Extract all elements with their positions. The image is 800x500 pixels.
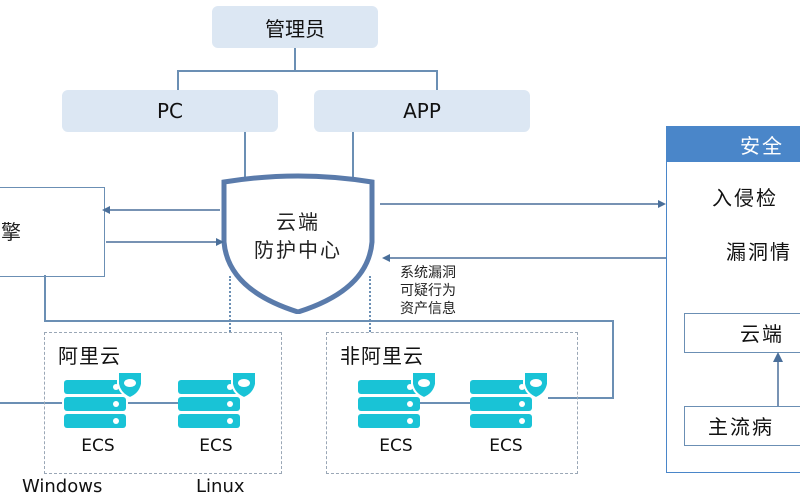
aliyun-title: 阿里云 — [58, 344, 121, 368]
note-line2: 可疑行为 — [400, 283, 456, 299]
server-icon — [178, 371, 257, 428]
panel-item-virus: 主流病 — [708, 415, 774, 439]
report-note: 系统漏洞 可疑行为 资产信息 — [400, 264, 456, 318]
dotted-link-right — [369, 276, 371, 332]
connector-pc-shield — [244, 132, 246, 184]
os-label-linux: Linux — [196, 476, 245, 497]
panel-item-vuln: 漏洞情 — [726, 240, 792, 264]
panel-item-cloud: 云端 — [740, 322, 784, 346]
shield-text: 云端 防护中心 — [228, 208, 368, 264]
server-icon — [64, 371, 143, 428]
pc-label: PC — [156, 99, 184, 123]
non-aliyun-group — [326, 332, 578, 474]
security-panel-header — [666, 126, 800, 162]
os-label-windows: Windows — [22, 476, 103, 497]
ecs-label: ECS — [199, 436, 233, 456]
dotted-link-left — [229, 276, 231, 332]
shield-line2: 防护中心 — [254, 238, 342, 262]
admin-label: 管理员 — [265, 16, 325, 41]
connector-admin-down — [294, 48, 296, 70]
server-link-non-aliyun — [420, 402, 470, 404]
arrows-left-shield — [102, 206, 224, 246]
ecs-label: ECS — [489, 436, 523, 456]
arrows-shield-right — [380, 200, 668, 262]
connector-to-app — [436, 70, 438, 90]
shield-shape — [221, 173, 375, 314]
note-line1: 系统漏洞 — [400, 265, 456, 281]
aliyun-group — [44, 332, 282, 474]
app-label: APP — [403, 99, 441, 123]
server-icon — [358, 371, 437, 428]
panel-up-arrow — [773, 352, 783, 408]
line-right-down — [612, 320, 614, 398]
left-engine-label: 擎 — [1, 220, 21, 244]
connector-admin-branch — [177, 70, 437, 72]
ecs-label: ECS — [81, 436, 115, 456]
server-link-aliyun — [128, 402, 178, 404]
ecs-label: ECS — [379, 436, 413, 456]
server-icon — [470, 371, 549, 428]
pc-node: PC — [62, 90, 278, 132]
line-engine-down — [44, 275, 46, 321]
panel-virus-box — [684, 406, 800, 446]
panel-item-intrusion: 入侵检 — [712, 186, 778, 210]
line-left-edge — [0, 402, 62, 404]
admin-node: 管理员 — [212, 6, 378, 48]
app-node: APP — [314, 90, 530, 132]
line-right-to-server — [548, 397, 614, 399]
connector-to-pc — [177, 70, 179, 90]
left-engine-box: 擎 — [0, 187, 105, 277]
non-aliyun-title: 非阿里云 — [340, 344, 424, 368]
line-bottom-horizontal — [44, 320, 614, 322]
connector-app-shield — [352, 132, 354, 182]
note-line3: 资产信息 — [400, 301, 456, 317]
security-panel-title: 安全 — [740, 134, 784, 158]
cloud-protection-shield — [221, 173, 375, 314]
panel-cloud-box — [684, 313, 800, 353]
shield-line1: 云端 — [276, 210, 320, 234]
